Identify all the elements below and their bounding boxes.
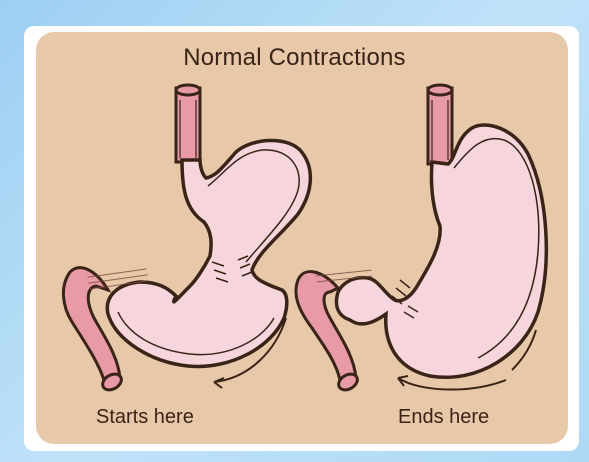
stomach-body-right — [337, 125, 547, 377]
motion-arrow-right — [398, 378, 506, 390]
caption-starts-here: Starts here — [96, 406, 194, 429]
caption-ends-here: Ends here — [398, 406, 489, 429]
stomach-left — [63, 85, 310, 393]
stomach-right — [296, 85, 546, 393]
